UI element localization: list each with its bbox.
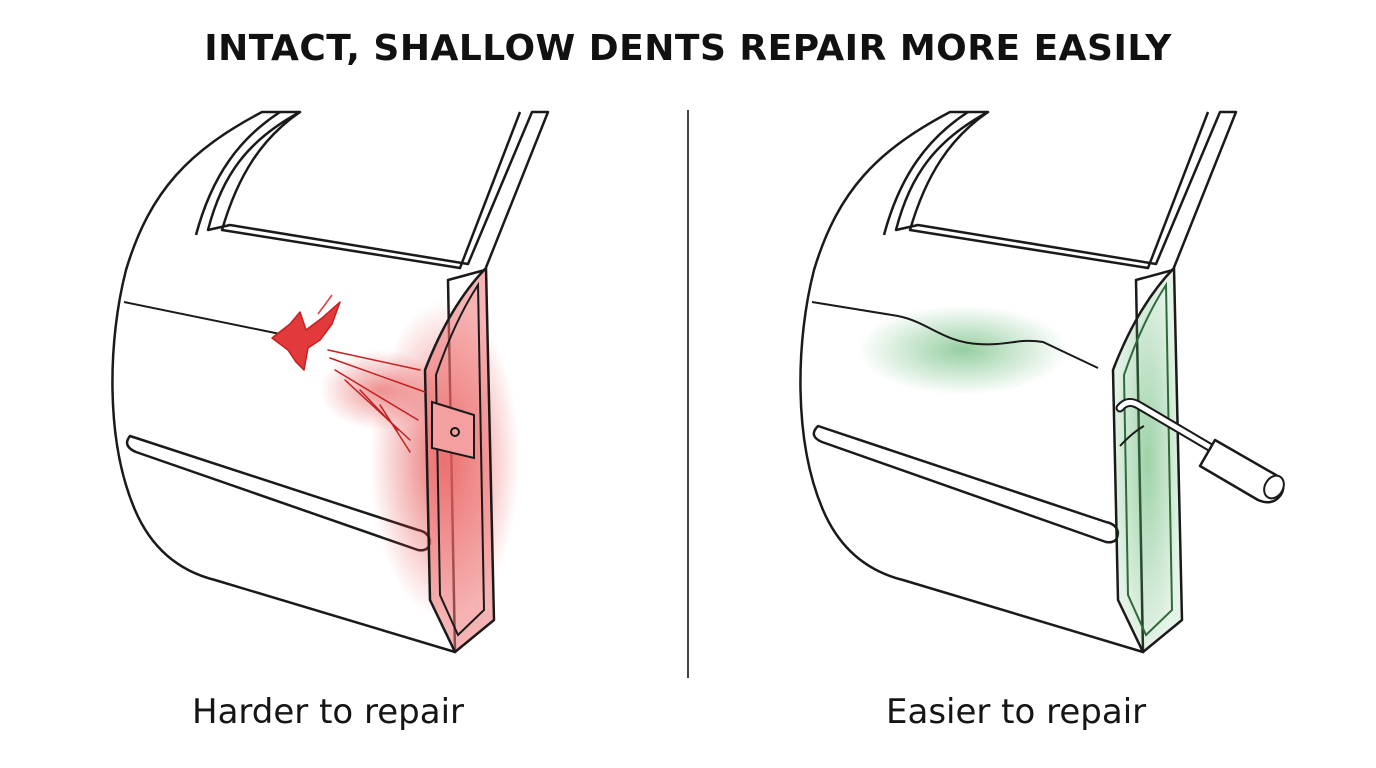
damage-streaks: [327, 349, 426, 453]
door-edge: [423, 266, 496, 654]
panel-divider: [687, 110, 689, 678]
diagram-title: INTACT, SHALLOW DENTS REPAIR MORE EASILY: [204, 28, 1172, 69]
body-crease: [811, 301, 1099, 369]
caption-easier: Easier to repair: [886, 692, 1147, 732]
shallow-dent: [858, 305, 1068, 395]
window-frame: [908, 110, 1210, 270]
broken-bracket: [431, 400, 475, 460]
door-edge: [1111, 266, 1184, 654]
caption-harder: Harder to repair: [192, 692, 464, 732]
damaged-door-illustration: [111, 110, 550, 654]
body-crease: [123, 301, 286, 336]
panel-easier: [688, 80, 1376, 680]
window-frame: [220, 110, 522, 270]
dented-door-illustration: [799, 110, 1285, 654]
trim-strip: [812, 424, 1120, 544]
panel-harder: [0, 80, 688, 680]
torn-metal-icon: [271, 301, 341, 371]
repair-tool-icon: [1115, 398, 1285, 504]
